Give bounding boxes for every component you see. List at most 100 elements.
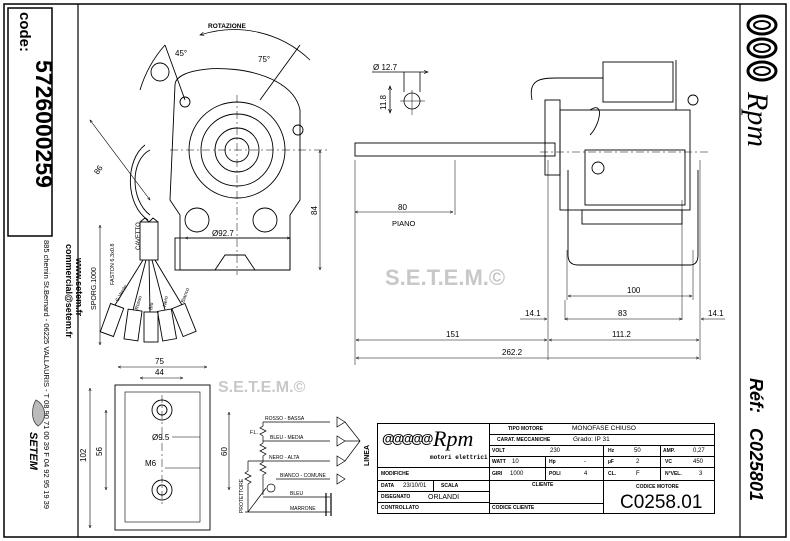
vc-cell: VC 450	[661, 457, 715, 468]
amp-cell: AMP. 0,27	[661, 446, 715, 457]
modifiche-cell: MODIFICHE	[378, 468, 490, 481]
code-box	[7, 7, 53, 237]
line-label: LINEA	[364, 445, 371, 466]
tipo-motore-value: MONOFASE CHIUSO	[572, 425, 636, 432]
codice-cliente-label: CODICE CLIENTE	[492, 505, 535, 511]
disegnato-label: DISEGNATO	[381, 494, 411, 500]
dim-111-2: 111.2	[612, 330, 631, 339]
side-view	[355, 60, 725, 365]
watt-cell: WATT 10	[490, 457, 546, 468]
giri-label: GIRI	[492, 471, 503, 477]
hp-cell: Hp -	[546, 457, 604, 468]
tipo-motore-row: TIPO MOTORE MONOFASE CHIUSO	[490, 424, 715, 435]
title-block: @@@@@ Rpm motori elettrici MODIFICHE DAT…	[377, 423, 715, 514]
ref-label: Réf:	[746, 378, 766, 413]
wire-label: Rosso	[134, 295, 144, 310]
dim-60: 60	[220, 447, 229, 456]
faston-label: FASTON 6.3x0.8	[110, 244, 116, 285]
cliente-cell: CLIENTE CODICE CLIENTE	[490, 481, 604, 514]
poli-cell: POLI 4	[546, 468, 604, 481]
hz-value: 50	[634, 448, 641, 454]
cl-value: F	[636, 471, 640, 477]
watermark: S.E.T.E.M.©	[385, 265, 505, 290]
wire-red-low: ROSSO - BASSA	[265, 416, 305, 422]
code-value: 5726000259	[31, 60, 57, 188]
dim-m6: M6	[145, 459, 157, 468]
dim-83: 83	[618, 309, 627, 318]
wire-brown: MARRONE	[290, 506, 316, 512]
front-view	[90, 29, 330, 345]
wire-blue-capacitor: BLEU	[290, 491, 303, 497]
modifiche-label: MODIFICHE	[381, 471, 410, 477]
watt-value: 10	[512, 459, 519, 465]
wire-black-high: NERO - ALTA	[269, 455, 300, 461]
hp-value: -	[584, 459, 586, 465]
disegnato-value: ORLANDI	[428, 494, 460, 501]
volt-label: VOLT	[492, 448, 505, 454]
length-label: SPORG.1000	[91, 267, 98, 310]
dim-44: 44	[155, 368, 164, 377]
volt-cell: VOLT 230	[490, 446, 604, 457]
dim-102: 102	[79, 448, 88, 462]
dim-80: 80	[398, 203, 407, 212]
rotation-label: ROTAZIONE	[208, 23, 246, 30]
disegnato-cell: DISEGNATO ORLANDI	[378, 492, 490, 503]
wiring-diagram	[244, 416, 361, 516]
vel-value: 3	[699, 471, 703, 477]
volt-value: 230	[550, 448, 561, 454]
carat-value: Grado: IP 31	[573, 436, 610, 443]
dim-151: 151	[446, 330, 460, 339]
rpm-logo-coils	[746, 14, 778, 82]
controllato-label: CONTROLLATO	[381, 505, 419, 511]
dim-hole-9-5: Ø9.5	[152, 433, 170, 442]
shaft-detail	[372, 72, 428, 115]
dim-14-1-left: 14.1	[525, 309, 541, 318]
scala-cell: SCALA	[434, 481, 490, 492]
protector-label: PROTETTORE	[239, 478, 245, 513]
website: www.setem.fr	[74, 257, 84, 317]
poli-value: 4	[584, 471, 588, 477]
hz-cell: Hz 50	[604, 446, 661, 457]
setem-logo: SETEM	[27, 399, 45, 471]
wire-blue-medium: BLEU - MEDIA	[270, 435, 304, 441]
vel-label: N°VEL.	[665, 471, 682, 477]
data-cell: DATA 23/10/01	[378, 481, 434, 492]
dim-86: 86	[92, 163, 105, 176]
dim-diameter-92-7: Ø92.7	[212, 229, 234, 238]
amp-value: 0,27	[693, 448, 705, 454]
fl-label: F.L.	[250, 430, 258, 436]
coil-logo-icon: @@@@@	[382, 431, 433, 446]
data-label: DATA	[381, 483, 395, 489]
shaft-flat: 11.8	[379, 94, 388, 110]
amp-label: AMP.	[663, 448, 675, 454]
cable-label: CAVETTO	[136, 222, 142, 250]
giri-cell: GIRI 1000	[490, 468, 546, 481]
shaft-diameter: Ø 12.7	[373, 63, 398, 72]
ref-value: C025801	[746, 428, 766, 501]
carat-row: CARAT. MECCANICHE Grado: IP 31	[490, 435, 715, 446]
code-label: code:	[16, 12, 33, 52]
watt-label: WATT	[492, 459, 506, 465]
cliente-label: CLIENTE	[532, 482, 554, 488]
poli-label: POLI	[549, 471, 561, 477]
giri-value: 1000	[510, 471, 524, 477]
email: commercial@setem.fr	[64, 244, 74, 338]
hp-label: Hp	[549, 459, 556, 465]
dim-piano-label: PIANO	[392, 219, 416, 228]
uf-label: µF	[608, 459, 614, 465]
wire-label: Bianco	[180, 287, 191, 304]
cl-label: CL.	[608, 471, 617, 477]
angle-45: 45°	[175, 49, 187, 58]
dim-56: 56	[95, 447, 104, 456]
hz-label: Hz	[608, 448, 615, 454]
scala-label: SCALA	[441, 483, 459, 489]
logo-brand: Rpm	[433, 426, 474, 451]
address: 885 chemin St.Bernard - 06225 VALLAURIS …	[42, 240, 51, 509]
wire-white-common: BIANCO - COMUNE	[280, 473, 327, 479]
codice-motore-cell: CODICE MOTORE C0258.01	[604, 481, 715, 514]
cl-cell: CL. F	[604, 468, 661, 481]
wire-label: G.Verde	[115, 284, 129, 303]
dim-262-2: 262.2	[502, 348, 523, 357]
data-value: 23/10/01	[403, 483, 427, 489]
